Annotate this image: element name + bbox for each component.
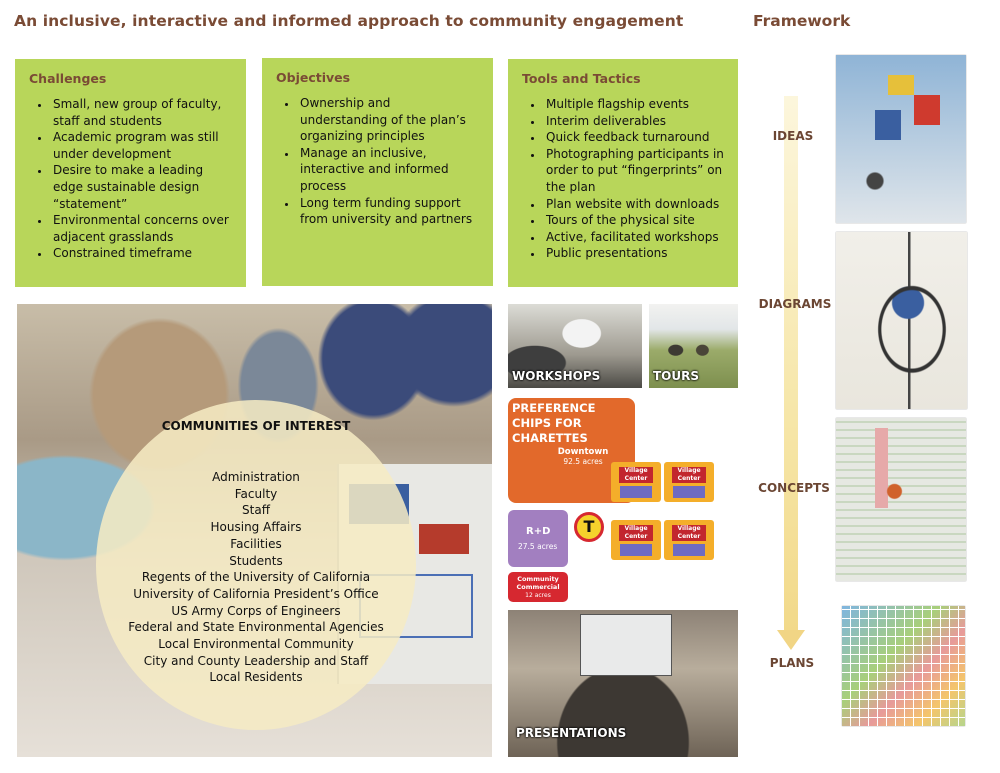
village-center-chip: Village Center bbox=[664, 462, 714, 502]
ideas-image bbox=[836, 55, 966, 223]
list-item: Desire to make a leading edge sustainabl… bbox=[51, 162, 234, 212]
downtown-name: Downtown bbox=[557, 447, 609, 457]
list-item: Administration bbox=[212, 470, 300, 484]
village-center-label: Village Center bbox=[619, 525, 653, 541]
list-item: Manage an inclusive, interactive and inf… bbox=[298, 145, 481, 195]
chips-title: PREFERENCE CHIPS FOR CHARETTES bbox=[512, 401, 596, 445]
communities-list: Administration Faculty Staff Housing Aff… bbox=[100, 469, 412, 686]
list-item: City and County Leadership and Staff bbox=[143, 653, 369, 668]
objectives-list: Ownership and understanding of the plan’… bbox=[276, 95, 481, 228]
community-commercial-chip: Community Commercial 12 acres bbox=[508, 572, 568, 602]
downtown-acres: 92.5 acres bbox=[563, 457, 603, 466]
list-item: Constrained timeframe bbox=[51, 245, 234, 262]
tools-list: Multiple flagship events Interim deliver… bbox=[522, 96, 726, 262]
objectives-panel: Objectives Ownership and understanding o… bbox=[262, 58, 493, 286]
list-item: Environmental concerns over adjacent gra… bbox=[51, 212, 234, 245]
list-item: Photographing participants in order to p… bbox=[544, 146, 726, 196]
list-item: Local Residents bbox=[209, 670, 303, 685]
list-item: Long term funding support from universit… bbox=[298, 195, 481, 228]
workshops-photo: WORKSHOPS bbox=[508, 304, 642, 388]
list-item: Active, facilitated workshops bbox=[544, 229, 726, 246]
list-item: Staff bbox=[242, 503, 270, 518]
community-commercial-acres: 12 acres bbox=[525, 592, 551, 599]
framework-arrow-head bbox=[777, 630, 805, 650]
list-item: Ownership and understanding of the plan’… bbox=[298, 95, 481, 145]
list-item: Multiple flagship events bbox=[544, 96, 726, 113]
list-item: Tours of the physical site bbox=[544, 212, 726, 229]
list-item: Local Environmental Community bbox=[158, 637, 354, 652]
tools-heading: Tools and Tactics bbox=[522, 71, 641, 86]
concepts-image bbox=[836, 418, 966, 581]
list-item: Students bbox=[229, 553, 283, 568]
challenges-panel: Challenges Small, new group of faculty, … bbox=[15, 59, 246, 287]
stage-plans: PLANS bbox=[769, 656, 815, 670]
tours-label: TOURS bbox=[653, 369, 700, 383]
list-item: Small, new group of faculty, staff and s… bbox=[51, 96, 234, 129]
communities-circle bbox=[96, 400, 416, 730]
community-commercial-label: Community Commercial bbox=[516, 575, 560, 591]
presentations-label: PRESENTATIONS bbox=[516, 726, 627, 740]
village-center-label: Village Center bbox=[672, 525, 706, 541]
village-center-chip: Village Center bbox=[611, 462, 661, 502]
tools-panel: Tools and Tactics Multiple flagship even… bbox=[508, 59, 738, 287]
rd-label: R+D bbox=[526, 526, 551, 537]
presentations-photo: PRESENTATIONS bbox=[508, 610, 738, 757]
village-center-label: Village Center bbox=[619, 467, 653, 483]
preference-chips-graphic: PREFERENCE CHIPS FOR CHARETTES Downtown … bbox=[508, 398, 738, 603]
downtown-label: Downtown 92.5 acres bbox=[548, 447, 618, 467]
framework-title: Framework bbox=[753, 12, 851, 30]
list-item: Federal and State Environmental Agencies bbox=[128, 620, 384, 635]
stage-ideas: IDEAS bbox=[772, 129, 814, 143]
diagrams-image bbox=[836, 232, 967, 409]
page-title: An inclusive, interactive and informed a… bbox=[14, 12, 684, 30]
challenges-heading: Challenges bbox=[29, 71, 107, 86]
framework-arrow bbox=[784, 96, 798, 632]
challenges-list: Small, new group of faculty, staff and s… bbox=[29, 96, 234, 262]
list-item: Facilities bbox=[230, 536, 282, 551]
list-item: University of California President’s Off… bbox=[133, 586, 379, 601]
list-item: Academic program was still under develop… bbox=[51, 129, 234, 162]
list-item: Regents of the University of California bbox=[141, 570, 371, 585]
list-item: US Army Corps of Engineers bbox=[171, 603, 341, 618]
rd-chip: R+D 27.5 acres bbox=[508, 510, 568, 567]
workshops-label: WORKSHOPS bbox=[512, 369, 601, 383]
list-item: Interim deliverables bbox=[544, 113, 726, 130]
rd-acres: 27.5 acres bbox=[518, 542, 558, 551]
communities-title: COMMUNITIES OF INTEREST bbox=[161, 419, 351, 433]
tours-photo: TOURS bbox=[649, 304, 738, 388]
objectives-heading: Objectives bbox=[276, 70, 351, 85]
village-center-chip: Village Center bbox=[611, 520, 661, 560]
stage-concepts: CONCEPTS bbox=[758, 481, 830, 495]
list-item: Housing Affairs bbox=[210, 520, 302, 535]
village-center-label: Village Center bbox=[672, 467, 706, 483]
stage-diagrams: DIAGRAMS bbox=[758, 297, 832, 311]
projection-screen-image bbox=[580, 614, 672, 676]
list-item: Faculty bbox=[234, 486, 278, 501]
list-item: Public presentations bbox=[544, 245, 726, 262]
plans-image bbox=[842, 606, 965, 726]
transit-icon: T bbox=[574, 512, 604, 542]
village-center-chip: Village Center bbox=[664, 520, 714, 560]
list-item: Quick feedback turnaround bbox=[544, 129, 726, 146]
list-item: Plan website with downloads bbox=[544, 196, 726, 213]
